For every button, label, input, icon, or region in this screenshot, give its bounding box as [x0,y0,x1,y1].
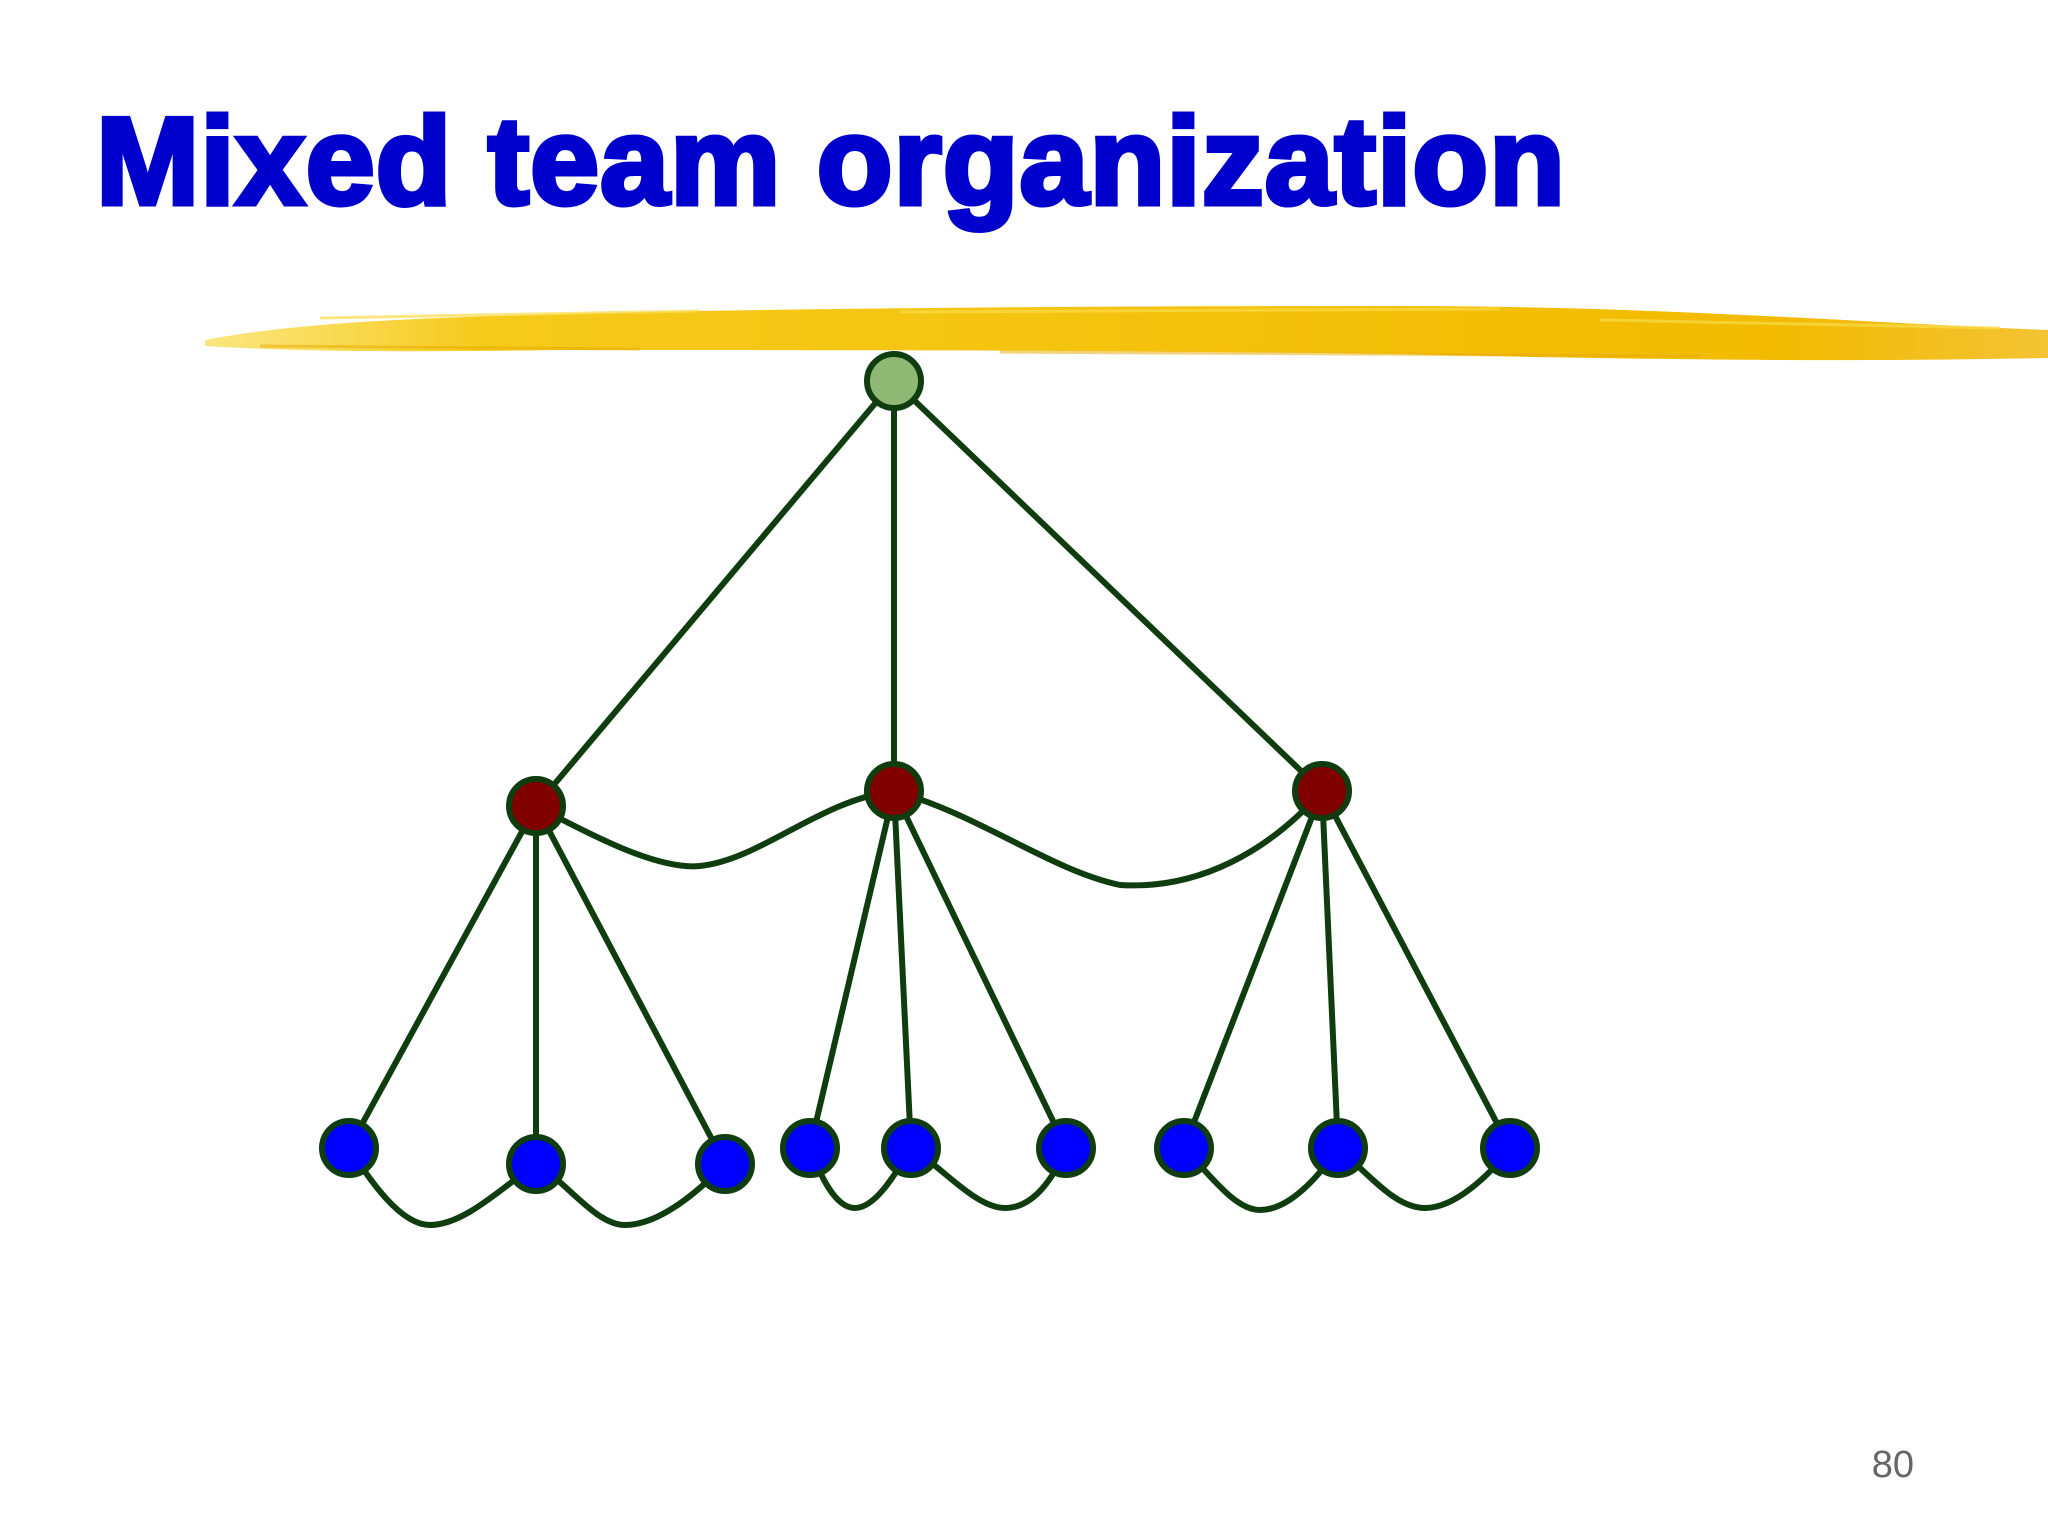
highlighter-stroke [205,306,2048,361]
member-node-m8 [1308,1118,1368,1178]
edge-l3-m9 [1319,789,1513,1150]
edge-l2-m5 [891,790,914,1149]
leader-node-l3 [1292,761,1352,821]
peer-link-m1-m2 [346,1146,538,1229]
edge-l3-m7 [1181,789,1325,1150]
member-node-m5 [881,1118,941,1178]
member-node-m4 [780,1118,840,1178]
member-node-m3 [695,1134,755,1194]
peer-link-m2-m3 [534,1161,728,1229]
edge-root-l1 [533,379,897,808]
member-node-m6 [1036,1118,1096,1178]
member-node-m7 [1154,1118,1214,1178]
peer-link-l2-l3 [893,788,1325,889]
leader-node-l2 [864,761,924,821]
edge-root-l3 [891,378,1325,794]
root-node-root [864,351,924,411]
member-node-m1 [319,1118,379,1178]
member-node-m2 [506,1134,566,1194]
peer-link-m8-m9 [1336,1145,1513,1212]
page-number: 80 [1871,1444,1914,1486]
edge-l3-m8 [1319,790,1341,1149]
edge-l2-m4 [807,790,897,1149]
edge-l1-m3 [533,804,728,1166]
member-node-m9 [1480,1118,1540,1178]
peer-links [346,788,1513,1229]
leader-node-l1 [506,776,566,836]
slide-title: Mixed team organization [94,93,1568,231]
hierarchy-edges [346,378,1513,1166]
edge-l2-m6 [891,789,1069,1150]
nodes [319,351,1540,1194]
peer-link-l1-l2 [534,788,895,870]
peer-link-m7-m8 [1181,1145,1341,1214]
edge-l1-m1 [346,804,539,1150]
